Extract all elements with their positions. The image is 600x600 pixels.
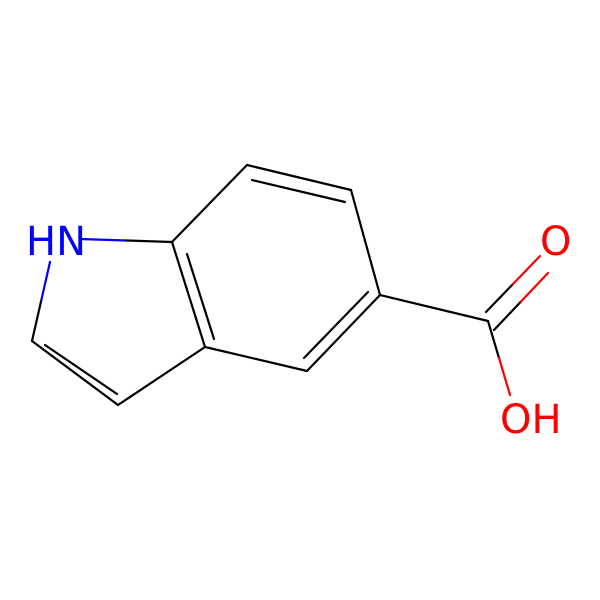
bond-c4-c5-inner	[302, 290, 370, 360]
bond-n1-c2-b	[30, 300, 43, 343]
bond-n1-c7a-b	[124, 239, 174, 244]
bond-c3a-c4	[203, 345, 309, 373]
atom-labels: HN O OH	[26, 219, 571, 443]
bond-c6-c5	[349, 188, 382, 297]
atom-label-nh: HN	[26, 219, 86, 265]
atom-label-carbonyl-oxygen: O	[540, 219, 571, 265]
bond-c-o-double-2-b	[519, 271, 550, 303]
bond-c-oh-b	[497, 356, 512, 397]
bond-c5-ccooh	[378, 293, 490, 323]
bond-n1-c2-a	[39, 260, 52, 303]
bond-c7a-c3a	[170, 240, 207, 349]
atom-label-hydroxyl: OH	[500, 397, 562, 443]
bonds	[30, 163, 550, 407]
bond-c-o-double-2-a	[492, 300, 523, 332]
bond-c7-c6-inner	[250, 178, 347, 204]
bond-c3-c3a	[116, 345, 207, 407]
bond-c7a-c3a-inner	[185, 252, 216, 341]
bond-c-oh-a	[486, 319, 501, 360]
bond-c7a-c7	[170, 163, 249, 244]
bond-n1-c7a-a	[78, 237, 128, 242]
bond-c-o-double-1-b	[511, 254, 542, 286]
bond-c2-c3	[30, 339, 120, 407]
bond-c4-c5	[305, 293, 382, 373]
bond-c7-c6	[245, 163, 353, 192]
bond-c-o-double-1-a	[484, 282, 515, 314]
bond-c2-c3-inner	[43, 343, 119, 396]
